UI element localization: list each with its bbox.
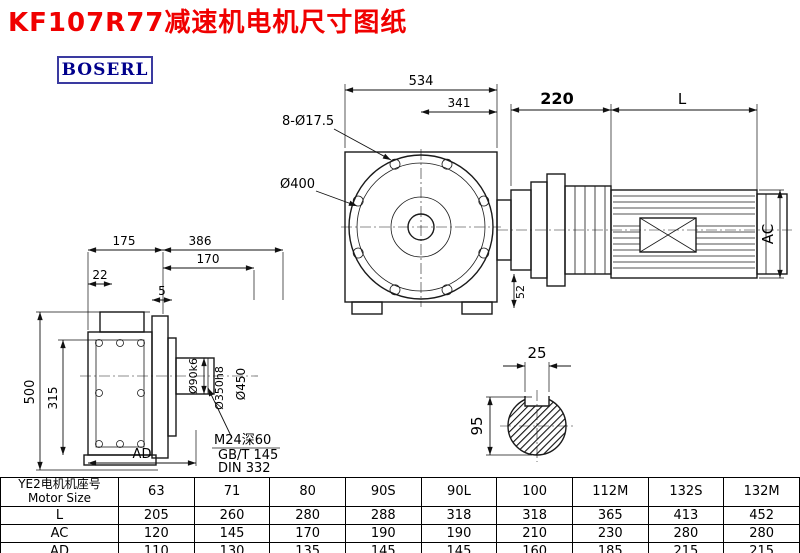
flange-bolt-holes <box>352 158 490 296</box>
table-row-AC: AC 120 145 170 190 190 210 230 280 280 <box>0 523 800 543</box>
dim-386: 386 <box>189 234 212 248</box>
cell-L: 260 <box>193 505 271 525</box>
brand-label: BOSERL <box>61 60 149 80</box>
dim-AD: AD <box>133 447 152 462</box>
note-din-standard: DIN 332 <box>218 461 271 476</box>
technical-drawing: 534 341 8-Ø17.5 Ø400 220 L <box>23 74 792 476</box>
table-header-motor-size: YE2电机机座号 Motor Size <box>0 477 119 507</box>
top-view-outline <box>341 149 501 315</box>
label-bolt-holes: 8-Ø17.5 <box>282 114 334 129</box>
cell-AC: 280 <box>647 523 725 543</box>
cell-AD: 110 <box>118 541 195 553</box>
size-col-header: 71 <box>193 477 271 507</box>
row-label-AC: AC <box>0 523 119 543</box>
header-line-en: Motor Size <box>27 490 92 505</box>
cell-L: 318 <box>420 505 498 525</box>
cell-L: 318 <box>496 505 573 525</box>
cell-AC: 170 <box>269 523 346 543</box>
dim-spigot-diameter: Ø350h8 <box>213 366 226 410</box>
note-tapped-hole: M24深60 <box>214 433 271 448</box>
cell-AC: 190 <box>344 523 422 543</box>
dim-341: 341 <box>448 96 471 110</box>
gear-housing <box>87 331 153 456</box>
label-flange-diameter: Ø400 <box>280 177 315 192</box>
cell-AD: 215 <box>723 541 800 553</box>
table-row-L: L 205 260 280 288 318 318 365 413 452 <box>0 505 800 525</box>
cell-AC: 120 <box>118 523 195 543</box>
dim-section-diameter: 95 <box>468 416 486 435</box>
flange-spigot <box>167 337 177 437</box>
header-line-cn: YE2电机机座号 <box>18 477 101 491</box>
cell-AD: 145 <box>420 541 498 553</box>
dim-500: 500 <box>23 380 38 405</box>
size-col-header: 90S <box>344 477 422 507</box>
top-view-dimensions: 534 341 8-Ø17.5 Ø400 220 L <box>280 74 784 308</box>
housing-bolt-holes <box>95 339 145 448</box>
motor-assembly <box>496 173 792 287</box>
cell-L: 288 <box>344 505 422 525</box>
size-col-header: 90L <box>420 477 498 507</box>
row-label-AD: AD <box>0 541 119 553</box>
side-view-dimensions: 175 386 170 22 5 500 315 <box>23 234 284 476</box>
cell-L: 280 <box>269 505 346 525</box>
size-col-header: 100 <box>496 477 573 507</box>
cell-AC: 145 <box>193 523 271 543</box>
size-col-header: 132M <box>723 477 800 507</box>
cell-AD: 130 <box>193 541 271 553</box>
dim-shaft-diameter: Ø90k6 <box>187 358 200 394</box>
brand-logo: BOSERL <box>57 56 153 84</box>
cell-AC: 190 <box>420 523 498 543</box>
page-title: KF107R77减速机电机尺寸图纸 <box>8 8 408 38</box>
cell-AD: 185 <box>571 541 649 553</box>
cell-L: 413 <box>647 505 725 525</box>
cell-AD: 215 <box>647 541 725 553</box>
dim-534: 534 <box>409 74 434 89</box>
cell-AC: 210 <box>496 523 573 543</box>
row-label-L: L <box>0 505 119 525</box>
table-row-AD: AD 110 130 135 145 145 160 185 215 215 <box>0 541 800 553</box>
table-header-row: YE2电机机座号 Motor Size 63 71 80 90S 90L 100… <box>0 477 800 507</box>
dim-5: 5 <box>158 284 166 298</box>
output-flange <box>151 315 169 459</box>
dim-170: 170 <box>197 252 220 266</box>
dim-52: 52 <box>514 285 527 299</box>
cell-L: 205 <box>118 505 195 525</box>
drawing-area: 534 341 8-Ø17.5 Ø400 220 L <box>8 8 792 476</box>
motor-size-table: YE2电机机座号 Motor Size 63 71 80 90S 90L 100… <box>0 477 800 553</box>
cell-L: 365 <box>571 505 649 525</box>
cell-AD: 145 <box>344 541 422 553</box>
cell-L: 452 <box>723 505 800 525</box>
dim-175: 175 <box>113 234 136 248</box>
size-col-header: 63 <box>118 477 195 507</box>
dim-220: 220 <box>540 89 573 108</box>
size-col-header: 80 <box>269 477 346 507</box>
cell-AC: 230 <box>571 523 649 543</box>
cell-AD: 135 <box>269 541 346 553</box>
dim-key-width: 25 <box>527 344 546 362</box>
cell-AC: 280 <box>723 523 800 543</box>
fan-cover <box>756 193 788 275</box>
note-gbt-standard: GB/T 145 <box>218 448 278 463</box>
dim-AC: AC <box>759 224 777 244</box>
dim-315: 315 <box>46 387 60 410</box>
dim-22: 22 <box>92 268 107 282</box>
dim-L: L <box>678 90 687 108</box>
cell-AD: 160 <box>496 541 573 553</box>
dim-flange-diameter-side: Ø450 <box>234 368 248 400</box>
shaft-section: 25 95 <box>468 344 574 462</box>
size-col-header: 112M <box>571 477 649 507</box>
size-col-header: 132S <box>647 477 725 507</box>
